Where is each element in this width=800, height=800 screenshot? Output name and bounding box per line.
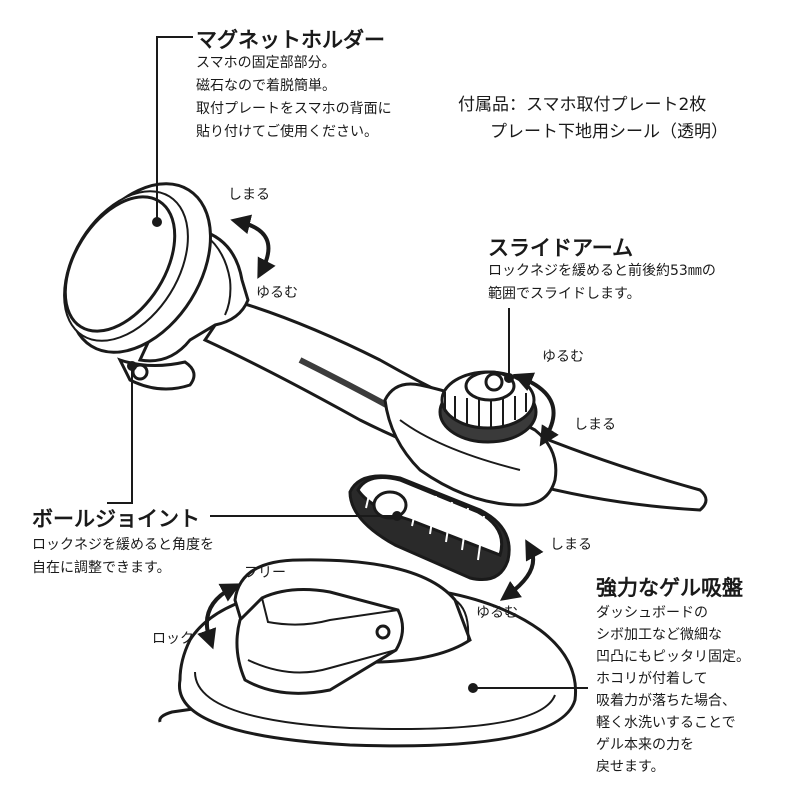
accessories-note: 付属品：スマホ取付プレート2枚 プレート下地用シール（透明） xyxy=(458,92,728,146)
label-loosen-arm: ゆるむ xyxy=(542,349,584,365)
gel-suction-line: 吸着力が落ちた場合、 xyxy=(596,693,736,709)
leader-lines xyxy=(107,36,588,693)
magnet-holder-line: 磁石なので着脱簡単。 xyxy=(196,78,336,94)
ball-joint-description: ロックネジを緩めると角度を 自在に調整できます。 xyxy=(32,534,214,580)
label-lever-lock: ロック xyxy=(152,631,194,647)
ball-joint-knob xyxy=(348,474,511,581)
label-loosen-top: ゆるむ xyxy=(256,285,298,301)
slide-arm-title: スライドアーム xyxy=(488,236,634,260)
gel-suction-line: 軽く水洗いすることで xyxy=(596,715,736,731)
accessories-line-2: プレート下地用シール（透明） xyxy=(490,122,728,142)
magnet-holder-title: マグネットホルダー xyxy=(196,28,385,52)
label-tighten-top: しまる xyxy=(228,187,270,203)
label-tighten-arm: しまる xyxy=(574,417,616,433)
slide-arm-collar xyxy=(383,382,558,507)
magnet-head xyxy=(63,182,250,391)
gel-suction-line: 戻せます。 xyxy=(596,759,665,775)
ball-joint-title: ボールジョイント xyxy=(32,507,200,531)
label-loosen-ball: ゆるむ xyxy=(476,605,518,621)
magnet-holder-line: スマホの固定部部分。 xyxy=(196,55,336,71)
gel-suction-description: ダッシュボードの シボ加工など微細な 凹凸にもピッタリ固定。 ホコリが付着して … xyxy=(596,602,750,778)
gel-suction-line: 凹凸にもピッタリ固定。 xyxy=(596,649,750,665)
slide-arm-line: 範囲でスライドします。 xyxy=(488,286,641,302)
magnet-holder-line: 取付プレートをスマホの背面に xyxy=(196,101,392,117)
magnet-holder-description: スマホの固定部部分。 磁石なので着脱簡単。 取付プレートをスマホの背面に 貼り付… xyxy=(196,52,392,144)
label-lever-free: フリー xyxy=(244,565,286,581)
gel-suction-title: 強力なゲル吸盤 xyxy=(596,576,743,600)
rotation-arrows xyxy=(197,214,559,650)
ball-joint-line: 自在に調整できます。 xyxy=(32,560,171,576)
label-tighten-ball: しまる xyxy=(550,537,592,553)
gel-suction-line: ダッシュボードの xyxy=(596,605,708,621)
lock-lever xyxy=(235,588,404,695)
slide-lock-screw xyxy=(438,370,538,444)
gel-suction-line: ゲル本来の力を xyxy=(596,737,694,753)
slide-arm-description: ロックネジを緩めると前後約53㎜の 範囲でスライドします。 xyxy=(488,260,716,306)
magnet-holder-line: 貼り付けてご使用ください。 xyxy=(196,124,378,140)
gel-suction-line: ホコリが付着して xyxy=(596,671,708,687)
accessories-line-1: 付属品：スマホ取付プレート2枚 xyxy=(458,95,707,115)
slide-arm-line: ロックネジを緩めると前後約53㎜の xyxy=(488,263,716,279)
gel-suction-line: シボ加工など微細な xyxy=(596,627,722,643)
ball-joint-line: ロックネジを緩めると角度を xyxy=(32,537,214,553)
